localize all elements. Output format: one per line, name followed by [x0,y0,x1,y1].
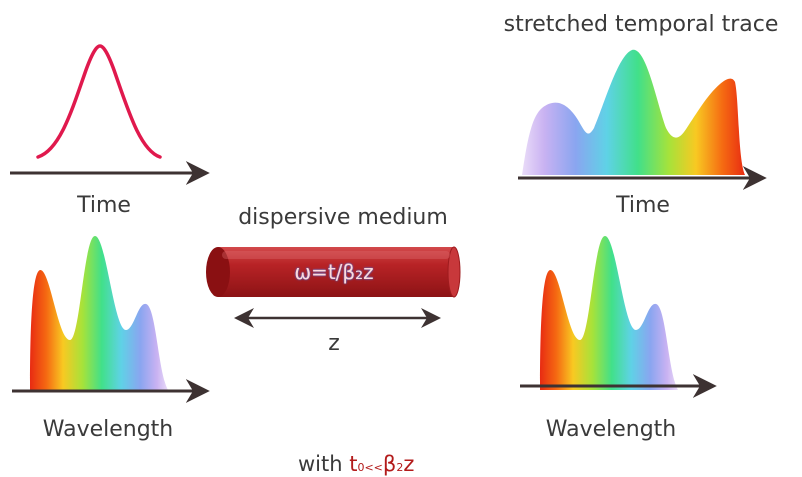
condition-note: with t0<<β2z [298,452,414,476]
time-label-right: Time [616,193,670,218]
note-t-sub: 0 [357,461,365,474]
note-beta: β [382,452,397,476]
input-spectrum-panel [12,236,210,403]
note-lessless: << [364,461,383,474]
note-beta-sub: 2 [396,461,404,474]
fiber-left-end [206,247,230,297]
note-t: t [349,452,358,476]
time-label-left: Time [77,193,131,218]
stretched-trace-title: stretched temporal trace [503,12,779,37]
wavelength-label-right: Wavelength [545,417,677,442]
fiber-right-end [447,246,461,298]
medium-label: dispersive medium [238,205,448,230]
length-label: z [328,331,340,356]
note-z: z [403,452,415,476]
spectrum-left [30,236,168,390]
gaussian-pulse [36,44,162,159]
spectrum-right [540,236,678,390]
input-pulse-panel [10,44,210,185]
fiber-body [218,247,460,297]
medium-formula: ω=t/β₂z [294,260,374,284]
output-trace-panel [518,49,767,190]
note-prefix: with [298,452,350,476]
wavelength-label-left: Wavelength [42,417,174,442]
stretched-trace [522,49,745,176]
fiber-highlight [222,251,450,259]
dispersive-medium-fiber [206,246,461,328]
output-spectrum-panel [520,236,717,398]
